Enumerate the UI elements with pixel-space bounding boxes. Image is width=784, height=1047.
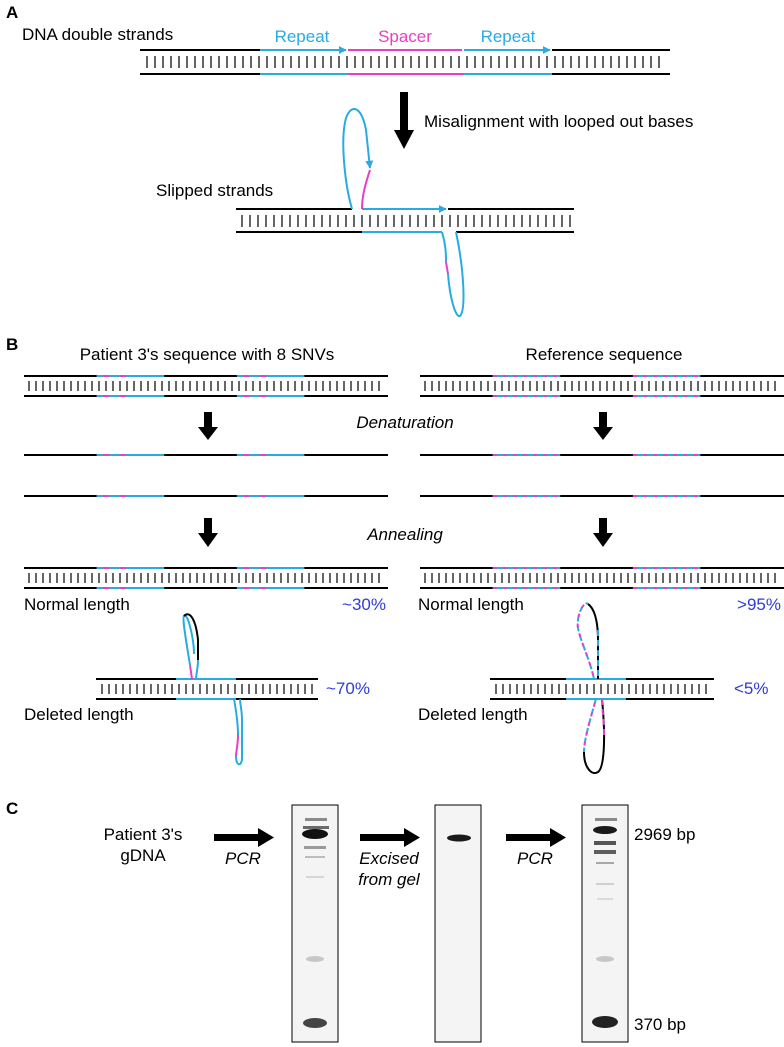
deleted-length-left: Deleted length <box>24 705 134 724</box>
reference-deleted-structure <box>490 602 714 774</box>
size-label-top: 2969 bp <box>634 825 695 844</box>
denaturation-label: Denaturation <box>356 413 453 432</box>
source-label-line1: Patient 3's <box>104 825 183 844</box>
repeat-label-1: Repeat <box>275 27 330 46</box>
patient-sequence-title: Patient 3's sequence with 8 SNVs <box>80 345 335 364</box>
deleted-length-right: Deleted length <box>418 705 528 724</box>
arrow-pcr-2 <box>506 828 566 847</box>
dna-double-strand <box>140 46 670 75</box>
misalignment-arrow <box>394 92 414 149</box>
panel-b: B Patient 3's sequence with 8 SNVs Refer… <box>6 335 784 774</box>
denaturation-arrow-left <box>198 412 218 440</box>
panel-b-label: B <box>6 335 18 354</box>
slipped-strands <box>236 108 574 318</box>
reference-sequence-title: Reference sequence <box>526 345 683 364</box>
panel-a: A DNA double strands Repeat Spacer Repea… <box>6 3 693 318</box>
arrow-pcr-1 <box>214 828 274 847</box>
reference-double-strand <box>420 375 784 397</box>
annealing-arrow-right <box>593 518 613 547</box>
misalignment-label: Misalignment with looped out bases <box>424 112 693 131</box>
patient-double-strand <box>24 375 388 397</box>
annealing-arrow-left <box>198 518 218 547</box>
step-excise-line2: from gel <box>358 870 421 889</box>
deleted-pct-left: ~70% <box>326 679 370 698</box>
annealing-label: Annealing <box>366 525 443 544</box>
dna-double-strands-label: DNA double strands <box>22 25 173 44</box>
step-excise-line1: Excised <box>359 849 419 868</box>
size-label-bottom: 370 bp <box>634 1015 686 1034</box>
repeat-label-2: Repeat <box>481 27 536 46</box>
panel-c: C Patient 3's gDNA PCR Excised from gel <box>6 799 695 1043</box>
normal-length-right: Normal length <box>418 595 524 614</box>
gel-lane-2 <box>434 804 482 1043</box>
source-label-line2: gDNA <box>120 846 166 865</box>
deleted-pct-right: <5% <box>734 679 769 698</box>
reference-annealed-strand <box>420 567 784 589</box>
patient-deleted-structure <box>96 613 318 766</box>
step-pcr-2: PCR <box>517 849 553 868</box>
denaturation-arrow-right <box>593 412 613 440</box>
spacer-label: Spacer <box>378 27 432 46</box>
gel-lane-3 <box>581 804 629 1043</box>
panel-c-label: C <box>6 799 18 818</box>
patient-annealed-strand <box>24 567 388 589</box>
panel-a-label: A <box>6 3 18 22</box>
normal-pct-right: >95% <box>737 595 781 614</box>
normal-pct-left: ~30% <box>342 595 386 614</box>
gel-lane-1 <box>291 804 339 1043</box>
normal-length-left: Normal length <box>24 595 130 614</box>
step-pcr-1: PCR <box>225 849 261 868</box>
arrow-excise <box>360 828 420 847</box>
slipped-strands-label: Slipped strands <box>156 181 273 200</box>
